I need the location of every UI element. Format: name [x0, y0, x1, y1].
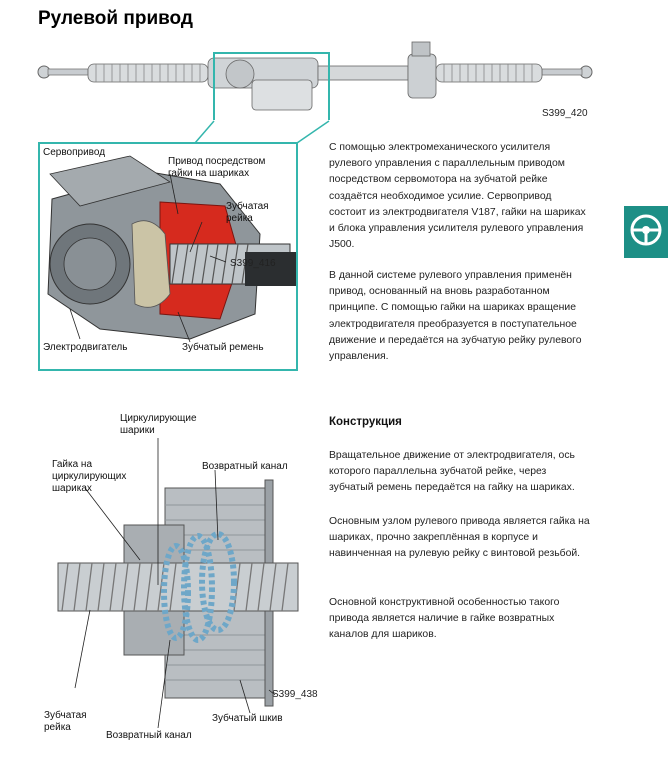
construction-paragraph-2: Основным узлом рулевого привода является… [329, 516, 590, 560]
servo-detail-box: Сервопривод Привод посредством гайки на … [38, 142, 298, 371]
label-toothed-pulley: Зубчатый шкив [212, 713, 283, 724]
steering-rack-figure [30, 40, 600, 120]
construction-paragraph-3: Основной конструктивной особенностью так… [329, 597, 560, 641]
label-return-channel-bottom: Возвратный канал [106, 730, 192, 741]
label-belt: Зубчатый ремень [182, 342, 264, 353]
ballnut-figure: Циркулирующие шарики Гайка на циркулирую… [40, 410, 330, 750]
page-title: Рулевой привод [38, 8, 193, 29]
figure-code-top: S399_420 [542, 108, 588, 119]
steering-wheel-icon [630, 214, 662, 246]
servo-cutaway-illustration [47, 155, 296, 343]
intro-paragraph-1: С помощью электромеханического усилителя… [329, 142, 586, 251]
label-circulating-balls: Циркулирующие шарики [120, 413, 197, 436]
label-servo: Сервопривод [43, 147, 106, 158]
ballnut-cutaway-illustration [57, 438, 299, 729]
construction-paragraph-1: Вращательное движение от электродвигател… [329, 450, 575, 494]
label-ballnut-drive: Привод посредством гайки на шариках [168, 156, 266, 179]
figure-code-servo: S399_416 [230, 258, 276, 269]
label-ballnut: Гайка на циркулирующих шариках [52, 459, 127, 494]
section-tab [624, 206, 668, 258]
label-rack: Зубчатая рейка [226, 201, 269, 224]
label-rack-bottom: Зубчатая рейка [44, 710, 87, 733]
steering-rack-illustration [37, 41, 593, 120]
label-motor: Электродвигатель [43, 342, 128, 353]
figure-code-ballnut: S399_438 [272, 689, 318, 700]
construction-heading: Конструкция [329, 416, 402, 428]
intro-paragraph-2: В данной системе рулевого управления при… [329, 270, 582, 363]
label-return-channel-top: Возвратный канал [202, 461, 288, 472]
